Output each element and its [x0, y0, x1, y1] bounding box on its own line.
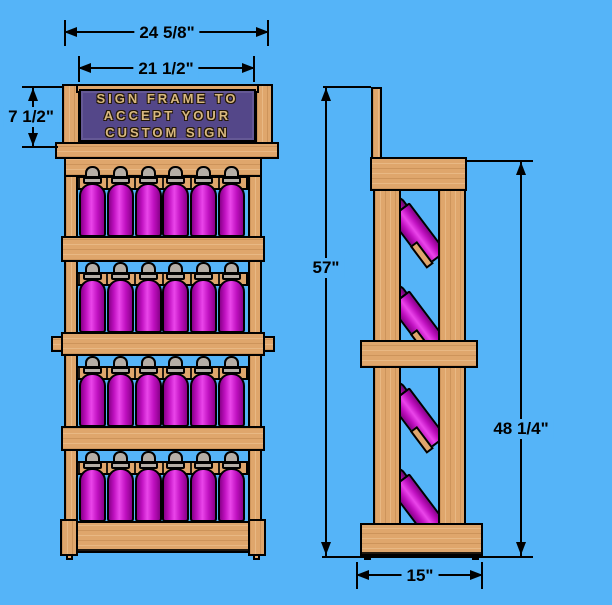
arrow-left-icon — [78, 63, 91, 73]
shelf-board-3 — [61, 426, 265, 451]
bottle-body — [190, 373, 218, 427]
bottle-body — [106, 373, 134, 427]
bottle — [217, 356, 245, 427]
bottle-body — [217, 279, 245, 333]
bottle — [190, 166, 218, 237]
bottle — [162, 166, 190, 237]
dim-line-rack-height — [520, 160, 522, 557]
bottle-row — [76, 451, 248, 522]
dim-label-sign-width: 21 1/2" — [133, 59, 199, 79]
sign-text-line1: SIGN FRAME TO — [96, 91, 239, 106]
sign-panel: SIGN FRAME TO ACCEPT YOUR CUSTOM SIGN — [79, 89, 256, 142]
arrow-left-icon — [356, 570, 369, 580]
bottle — [79, 451, 106, 522]
bottle-body — [106, 279, 134, 333]
bottle — [190, 262, 218, 333]
side-middle-block — [360, 340, 478, 368]
bottle-body — [134, 183, 162, 237]
arrow-up-icon — [516, 162, 526, 175]
dim-ext-line — [22, 86, 64, 88]
arrow-down-icon — [516, 542, 526, 555]
bottle-row — [76, 166, 248, 237]
bottle-body — [134, 468, 162, 522]
bottle — [217, 166, 245, 237]
sign-frame-right-stile — [255, 84, 273, 144]
bottle — [190, 451, 218, 522]
bottle — [106, 356, 134, 427]
bottle — [217, 262, 245, 333]
bottle-body — [217, 183, 245, 237]
arrow-left-icon — [64, 27, 77, 37]
dim-label-base-depth: 15" — [401, 566, 439, 586]
bottle-body — [79, 183, 106, 237]
bottle — [106, 451, 134, 522]
bottle-body — [79, 468, 106, 522]
bottle — [79, 262, 106, 333]
front-right-foot — [248, 519, 266, 556]
sign-text-line2: ACCEPT YOUR — [103, 108, 232, 123]
bottle-body — [162, 279, 190, 333]
bottle — [134, 166, 162, 237]
bottle — [134, 262, 162, 333]
arrow-up-icon — [28, 88, 38, 101]
bottle-row — [76, 356, 248, 427]
bottle-body — [162, 468, 190, 522]
arrow-down-icon — [28, 133, 38, 146]
bottle — [162, 262, 190, 333]
side-sign-plank — [371, 87, 382, 161]
dim-ext-line — [467, 160, 533, 162]
side-top-block — [370, 157, 467, 191]
shelf-board-2 — [61, 332, 265, 356]
dim-ext-line — [22, 146, 58, 148]
arrow-up-icon — [321, 88, 331, 101]
bottle-body — [106, 183, 134, 237]
bottle — [79, 356, 106, 427]
bottle-body — [190, 183, 218, 237]
arrow-right-icon — [242, 63, 255, 73]
dim-ext-line — [322, 556, 533, 558]
sign-text-line3: CUSTOM SIGN — [105, 125, 230, 140]
bottle-body — [134, 279, 162, 333]
dim-label-overall-width: 24 5/8" — [134, 23, 200, 43]
dim-line-overall-height — [325, 86, 327, 557]
bottle-body — [190, 468, 218, 522]
bottle — [217, 451, 245, 522]
bottle-body — [79, 373, 106, 427]
bottle-body — [190, 279, 218, 333]
bottle-body — [217, 468, 245, 522]
front-base-board — [76, 521, 250, 553]
bottle — [106, 262, 134, 333]
arrow-down-icon — [321, 542, 331, 555]
sign-frame-left-stile — [62, 84, 80, 144]
bottle-body — [79, 279, 106, 333]
bottle — [134, 356, 162, 427]
bottle-body — [106, 468, 134, 522]
bottle — [190, 356, 218, 427]
bottle-body — [162, 183, 190, 237]
side-base-block — [360, 523, 483, 556]
bottle — [162, 451, 190, 522]
dim-label-sign-height: 7 1/2" — [3, 107, 59, 127]
shelf-board-1 — [61, 236, 265, 262]
bottle-row — [76, 262, 248, 333]
bottle — [106, 166, 134, 237]
bottle-body — [217, 373, 245, 427]
bottle-body — [162, 373, 190, 427]
dim-label-overall-height: 57" — [307, 258, 345, 278]
arrow-right-icon — [470, 570, 483, 580]
bottle — [134, 451, 162, 522]
arrow-right-icon — [256, 27, 269, 37]
bottle-body — [134, 373, 162, 427]
dim-ext-line — [323, 86, 371, 88]
dim-label-rack-height: 48 1/4" — [488, 419, 554, 439]
bottle — [79, 166, 106, 237]
bottle — [162, 356, 190, 427]
